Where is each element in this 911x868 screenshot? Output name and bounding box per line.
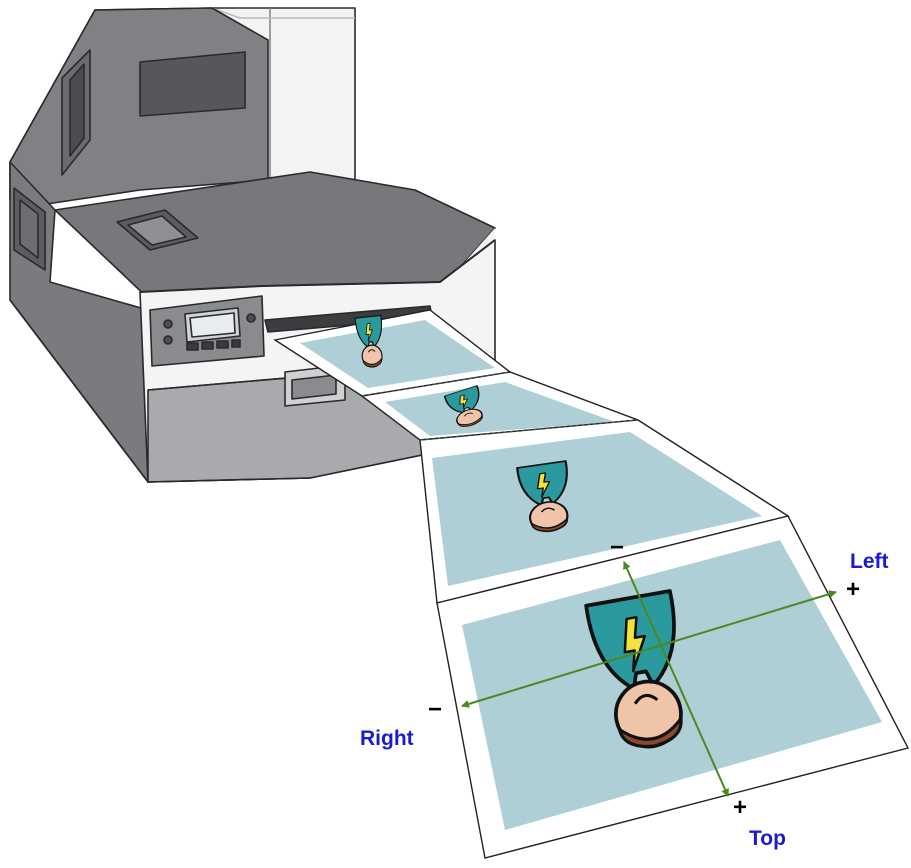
right-direction-label: Right (360, 728, 414, 749)
left-direction-label: Left (850, 551, 889, 572)
right-minus-sign: − (428, 698, 442, 722)
label-strip (275, 310, 908, 858)
top-minus-sign: − (610, 536, 624, 560)
left-plus-sign: + (846, 578, 860, 602)
top-plus-sign: + (733, 796, 747, 820)
top-direction-label: Top (749, 828, 786, 849)
